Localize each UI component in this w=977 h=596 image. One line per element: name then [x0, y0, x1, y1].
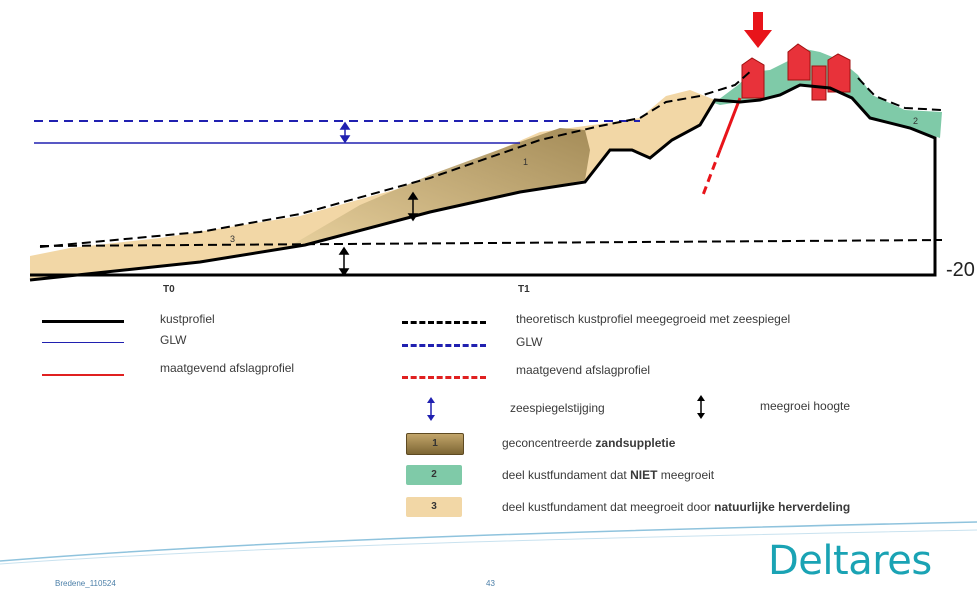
sea-level-rise-arrow-icon	[339, 121, 351, 144]
legend-label-theoretisch: theoretisch kustprofiel meegegroeid met …	[516, 312, 791, 326]
sea-level-rise-legend-icon	[427, 397, 435, 421]
legend-line-kustprofiel	[42, 320, 124, 323]
erosion-profile-dashed	[701, 149, 722, 196]
legend-line-theoretisch	[402, 321, 486, 324]
erosion-profile-solid	[718, 97, 742, 151]
zone-3-area	[30, 90, 715, 280]
legend-line-glw-dashed	[402, 344, 486, 347]
legend-label-sea-level-rise: zeespiegelstijging	[510, 401, 605, 415]
coastal-profile-line	[29, 83, 937, 282]
theoretical-profile-line	[39, 69, 943, 248]
deltares-logo: Deltares	[768, 538, 932, 584]
zone-3-label: deel kustfundament dat meegroeit door na…	[502, 500, 851, 514]
zone-3-swatch: 3	[406, 497, 462, 517]
zone-2-swatch: 2	[406, 465, 462, 485]
zone-number-1: 1	[523, 157, 528, 167]
legend-label-glw: GLW	[160, 333, 187, 347]
depth-label: -20	[946, 259, 975, 281]
legend-line-afslag-dashed	[402, 376, 486, 379]
legend-line-glw	[42, 342, 124, 343]
red-arrow-icon	[744, 12, 772, 48]
zone-number-3: 3	[230, 234, 235, 244]
footer-filename: Bredene_110524	[55, 579, 116, 588]
growth-height-legend-icon	[697, 395, 705, 419]
dune-buildings	[741, 43, 851, 101]
legend-label-afslag-dashed: maatgevend afslagprofiel	[516, 363, 651, 377]
legend-label-kustprofiel: kustprofiel	[160, 312, 215, 326]
zone-2-area	[714, 48, 942, 138]
zone-2-label: deel kustfundament dat NIET meegroeit	[502, 468, 715, 482]
zone-1-swatch: 1	[406, 433, 464, 455]
coastal-profile-diagram: 1 2 3 T0 T1 -20	[29, 12, 975, 295]
zone-1-area	[290, 128, 590, 246]
footer-swoosh	[0, 521, 977, 565]
time-label-t1: T1	[518, 284, 530, 295]
legend-label-growth-height: meegroei hoogte	[760, 399, 851, 413]
zone-1-label: geconcentreerde zandsuppletie	[502, 436, 676, 450]
zone-number-2: 2	[913, 116, 918, 126]
theoretical-base-line	[39, 239, 943, 247]
legend-line-afslag	[42, 374, 124, 376]
growth-height-arrow-icon-2	[338, 246, 350, 277]
time-label-t0: T0	[163, 284, 175, 295]
legend-label-afslag: maatgevend afslagprofiel	[160, 361, 295, 375]
legend-label-glw-dashed: GLW	[516, 335, 543, 349]
footer-page-number: 43	[486, 579, 495, 588]
growth-height-arrow-icon	[407, 191, 419, 222]
